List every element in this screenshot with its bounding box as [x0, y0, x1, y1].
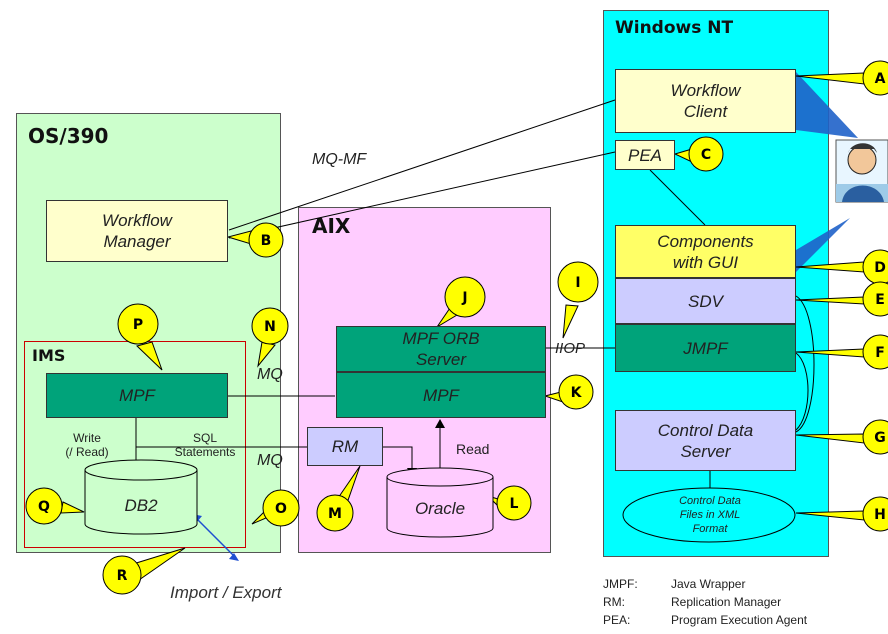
callout-label-e: E [875, 292, 885, 308]
import-export-label: Import / Export [170, 583, 282, 602]
mpf-orb-server-box[interactable]: MPF ORB Server [336, 326, 546, 372]
callout-label-d: D [874, 260, 886, 276]
callout-label-p: P [133, 317, 143, 333]
connector-wfmgr-client [228, 99, 616, 231]
legend-value: Program Execution Agent [671, 613, 808, 627]
callout-label-f: F [875, 345, 885, 361]
callout-k [558, 374, 594, 410]
mpf-ims-box[interactable]: MPF [46, 373, 228, 418]
callout-label-j: J [461, 290, 467, 306]
components-gui-box[interactable]: Components with GUI [615, 225, 796, 278]
callout-label-h: H [874, 507, 886, 523]
os390-title: OS/390 [28, 124, 109, 148]
legend-row-pea: PEA: Program Execution Agent [603, 613, 863, 629]
arrow-rm-oracle [383, 446, 413, 470]
callout-label-i: I [575, 275, 580, 291]
callout-c [688, 136, 724, 172]
control-data-files-label: Control Data Files in XML Format [679, 495, 741, 535]
callout-j [444, 276, 486, 318]
mq-label-2: MQ [257, 452, 283, 469]
callout-label-o: O [275, 501, 287, 517]
callout-label-l: L [510, 496, 519, 512]
rm-box[interactable]: RM [307, 427, 383, 466]
callout-label-c: C [701, 147, 711, 163]
mq-mf-label: MQ-MF [312, 151, 367, 168]
connector-pea-components [649, 169, 706, 226]
callout-p [117, 303, 159, 345]
legend-key: RM: [603, 595, 625, 609]
sdv-box[interactable]: SDV [615, 278, 796, 324]
workflow-client-box[interactable]: Workflow Client [615, 69, 796, 133]
callout-b [248, 222, 284, 258]
bracket-curve-1 [795, 295, 815, 433]
jmpf-box[interactable]: JMPF [615, 324, 796, 372]
legend-key: JMPF: [603, 577, 638, 591]
write-read-label: Write (/ Read) [65, 431, 109, 459]
callout-h [862, 496, 888, 532]
db2-label: DB2 [124, 495, 158, 515]
legend-value: Replication Manager [671, 595, 782, 609]
read-label: Read [456, 441, 490, 457]
callout-q [25, 487, 63, 525]
arrow-import-export-head2 [229, 553, 239, 561]
bracket-curve-2 [795, 352, 809, 431]
callout-label-r: R [117, 568, 128, 584]
oracle-label: Oracle [414, 498, 466, 518]
xml-files-ellipse [622, 487, 796, 543]
ims-title: IMS [32, 346, 66, 365]
callout-label-n: N [264, 319, 276, 335]
callout-g [862, 419, 888, 455]
callout-m [316, 494, 354, 532]
callout-f [862, 334, 888, 370]
mq-label-1: MQ [257, 366, 283, 383]
callout-label-a: A [875, 71, 886, 87]
windows-nt-title: Windows NT [615, 18, 734, 38]
oracle-cylinder [386, 467, 494, 538]
arrow-import-export [195, 517, 236, 558]
user-avatar-icon [835, 139, 888, 203]
arrow-read-head [435, 419, 445, 428]
workflow-manager-box[interactable]: Workflow Manager [46, 200, 228, 262]
callout-i [557, 261, 599, 303]
legend: JMPF: Java Wrapper RM: Replication Manag… [603, 577, 863, 633]
user-beam-2 [796, 218, 850, 272]
control-data-server-box[interactable]: Control Data Server [615, 410, 796, 471]
pea-box[interactable]: PEA [615, 140, 675, 170]
callout-e [862, 281, 888, 317]
legend-value: Java Wrapper [671, 577, 746, 591]
callout-r [102, 555, 142, 595]
legend-row-jmpf: JMPF: Java Wrapper [603, 577, 863, 593]
callout-label-k: K [571, 385, 583, 401]
callout-label-g: G [874, 430, 886, 446]
connector-wfmgr-pea [228, 151, 616, 239]
callout-label-b: B [261, 233, 272, 249]
sql-statements-label: SQL Statements [174, 431, 236, 459]
db2-cylinder [84, 459, 198, 535]
legend-key: PEA: [603, 613, 631, 627]
user-beam-1 [796, 72, 858, 138]
iiop-label: IIOP [555, 340, 586, 357]
callout-o [262, 489, 300, 527]
callout-l [496, 485, 532, 521]
mpf-aix-box[interactable]: MPF [336, 372, 546, 418]
callout-label-m: M [328, 506, 342, 522]
legend-row-rm: RM: Replication Manager [603, 595, 863, 611]
callout-label-q: Q [38, 499, 50, 515]
callout-a [862, 60, 888, 96]
callout-n [251, 307, 289, 345]
